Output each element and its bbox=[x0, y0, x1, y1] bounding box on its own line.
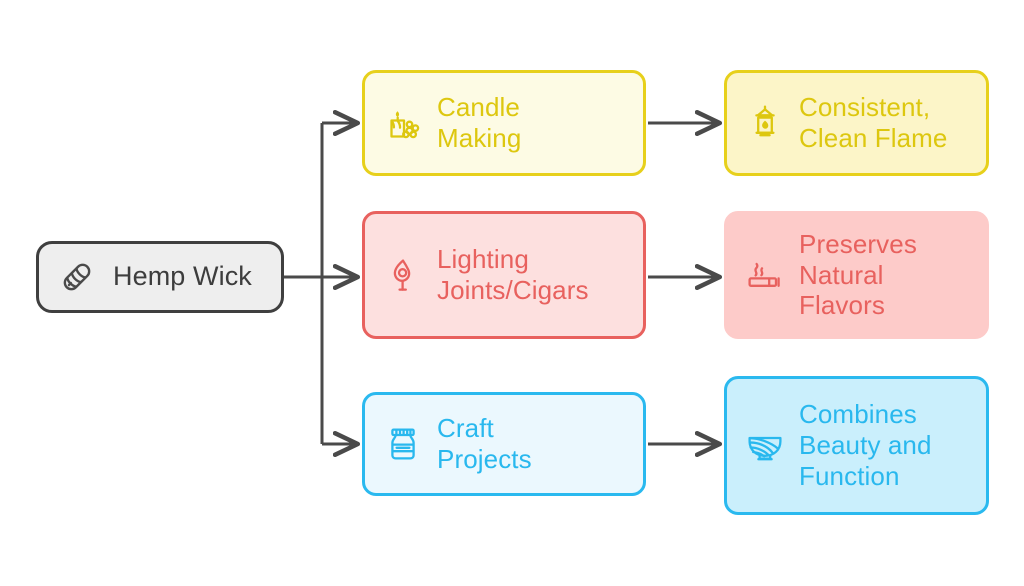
match-flame-icon bbox=[393, 259, 411, 291]
lantern-icon bbox=[755, 105, 775, 137]
node-craft-projects-label: Craft Projects bbox=[437, 413, 532, 474]
node-hemp-wick-label: Hemp Wick bbox=[113, 261, 252, 292]
node-lighting-joints-cigars[interactable]: Lighting Joints/Cigars bbox=[362, 211, 646, 339]
node-lighting-joints-cigars-label: Lighting Joints/Cigars bbox=[437, 244, 589, 305]
smoking-cigarette-icon bbox=[748, 262, 780, 287]
node-combines-beauty-function[interactable]: Combines Beauty and Function bbox=[724, 376, 989, 515]
node-hemp-wick[interactable]: Hemp Wick bbox=[36, 241, 284, 313]
node-preserves-natural-flavors-label: Preserves Natural Flavors bbox=[799, 228, 917, 321]
woven-basket-icon bbox=[748, 436, 782, 460]
node-candle-making-label: Candle Making bbox=[437, 92, 522, 153]
node-craft-projects[interactable]: Craft Projects bbox=[362, 392, 646, 496]
node-preserves-natural-flavors[interactable]: Preserves Natural Flavors bbox=[724, 211, 989, 339]
candle-flower-icon bbox=[390, 111, 420, 139]
hemp-wick-rope-icon bbox=[63, 263, 91, 291]
craft-jar-icon bbox=[391, 428, 415, 460]
node-candle-making[interactable]: Candle Making bbox=[362, 70, 646, 176]
node-combines-beauty-function-label: Combines Beauty and Function bbox=[799, 399, 932, 491]
node-consistent-clean-flame-label: Consistent, Clean Flame bbox=[799, 92, 948, 153]
node-consistent-clean-flame[interactable]: Consistent, Clean Flame bbox=[724, 70, 989, 176]
